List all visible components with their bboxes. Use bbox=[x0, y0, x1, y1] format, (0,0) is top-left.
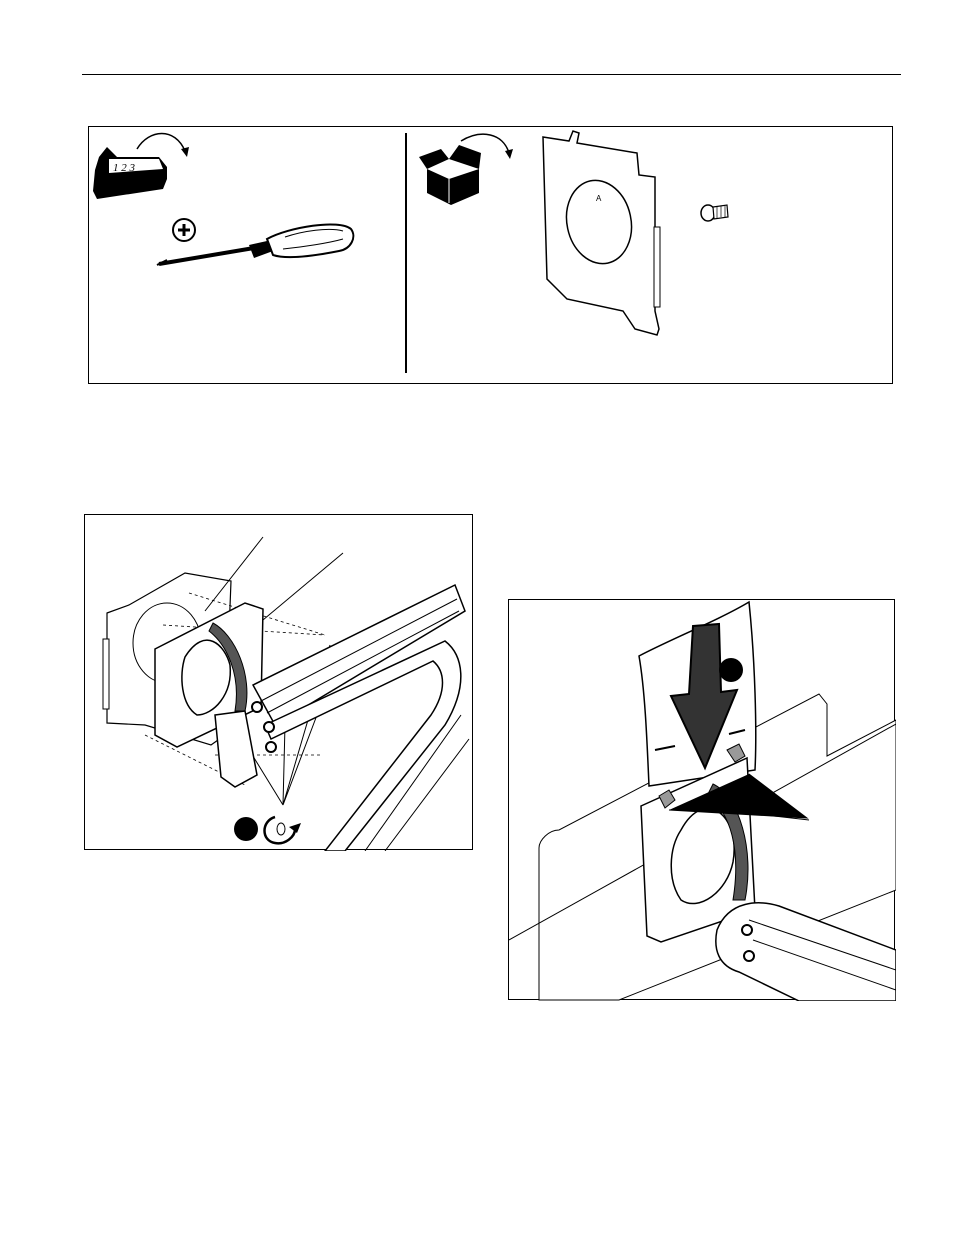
adapter-plate: A bbox=[543, 131, 660, 335]
figure-attach-plate bbox=[84, 514, 473, 850]
figure-hang-monitor bbox=[508, 599, 895, 1000]
tools-and-parts-panel: 1 2 3 A bbox=[88, 126, 893, 384]
open-box-icon bbox=[419, 134, 513, 205]
phillips-screwdriver-icon bbox=[157, 219, 353, 265]
plate-label: A bbox=[596, 194, 602, 203]
clockwise-screw-icon bbox=[265, 817, 302, 843]
screw bbox=[701, 205, 728, 221]
toolbox-lettering: 1 2 3 bbox=[113, 162, 136, 174]
step-marker bbox=[234, 817, 258, 841]
fig2-step-marker bbox=[719, 658, 743, 682]
header-rule bbox=[82, 74, 901, 75]
toolbox-icon: 1 2 3 bbox=[93, 134, 189, 200]
